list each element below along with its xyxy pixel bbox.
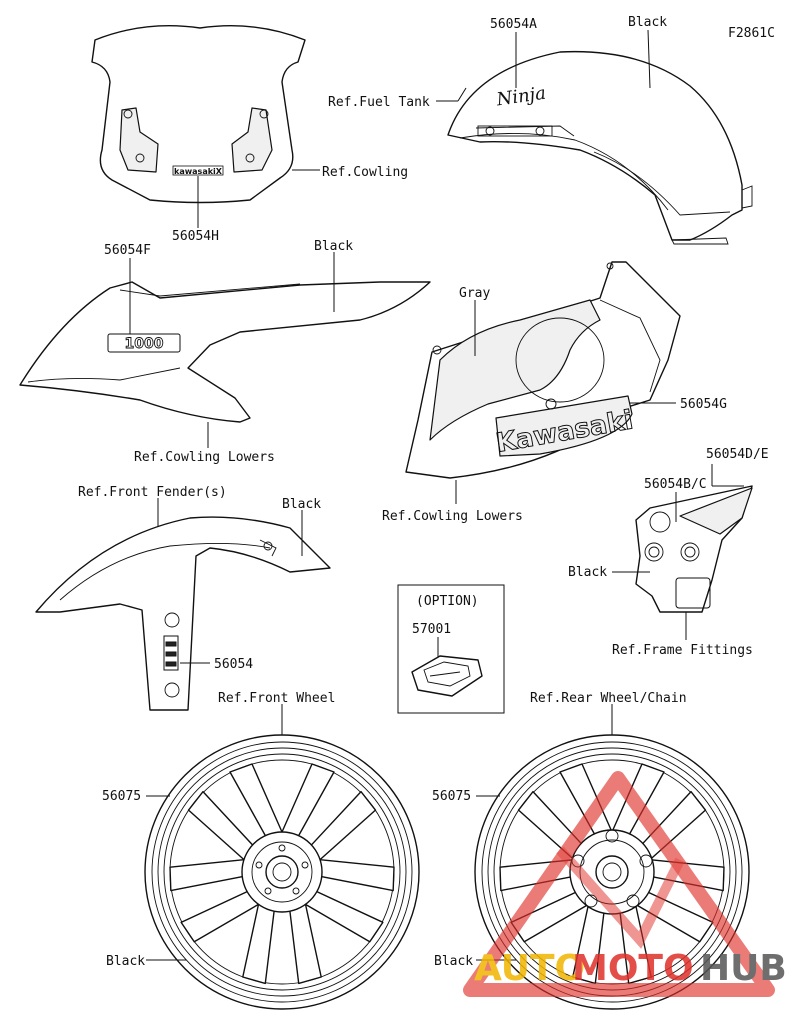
left-cowling-lower: 1000	[19, 281, 431, 423]
frame-fitting	[635, 485, 753, 613]
label-56075-rear: 56075	[432, 789, 471, 804]
label-ref-frame-fittings: Ref.Frame Fittings	[612, 643, 753, 658]
label-black-tank: Black	[628, 15, 667, 30]
lower-badge: 1000	[125, 336, 164, 352]
watermark-triangle-icon	[463, 771, 775, 997]
label-option: (OPTION)	[416, 594, 479, 609]
label-black-lower: Black	[314, 239, 353, 254]
figure-code: F2861C	[728, 26, 775, 41]
label-black-front-wheel: Black	[106, 954, 145, 969]
option-box: (OPTION) 57001	[397, 584, 505, 714]
svg-text:MOTO: MOTO	[572, 948, 694, 989]
label-ref-front-wheel: Ref.Front Wheel	[218, 691, 335, 706]
right-cowling-lower: Kawasaki	[405, 261, 681, 479]
rear-wheel	[474, 734, 750, 1010]
screen-logo: kawasakiX	[174, 167, 223, 176]
label-black-rear-wheel: Black	[434, 954, 473, 969]
label-56054: 56054	[214, 657, 253, 672]
label-56054F: 56054F	[104, 243, 151, 258]
rear-wheel-spokes	[499, 763, 725, 985]
label-ref-cowling-lowers-right: Ref.Cowling Lowers	[382, 509, 523, 524]
label-gray: Gray	[459, 286, 490, 301]
front-fender	[35, 516, 331, 711]
label-black-fender: Black	[282, 497, 321, 512]
label-56054BC: 56054B/C	[644, 477, 707, 492]
svg-text:AUTO: AUTO	[474, 948, 585, 989]
label-56054A: 56054A	[490, 17, 537, 32]
front-wheel	[144, 734, 420, 1010]
label-57001: 57001	[412, 622, 451, 637]
label-ref-front-fenders: Ref.Front Fender(s)	[78, 485, 227, 500]
label-56075-front: 56075	[102, 789, 141, 804]
label-56054G: 56054G	[680, 397, 727, 412]
label-56054H: 56054H	[172, 229, 219, 244]
windscreen: kawasakiX	[91, 25, 306, 204]
label-black-frame: Black	[568, 565, 607, 580]
label-ref-fuel-tank: Ref.Fuel Tank	[328, 95, 430, 110]
fuel-tank: Ninja	[447, 50, 753, 245]
label-ref-cowling: Ref.Cowling	[322, 165, 408, 180]
front-wheel-spokes	[169, 763, 395, 985]
label-ref-cowling-lowers-left: Ref.Cowling Lowers	[134, 450, 275, 465]
label-56054DE: 56054D/E	[706, 447, 769, 462]
label-ref-rear-wheel: Ref.Rear Wheel/Chain	[530, 691, 687, 706]
watermark: AUTO MOTO HUB	[463, 771, 787, 997]
svg-text:HUB: HUB	[700, 948, 787, 989]
watermark-inner-icon	[556, 846, 685, 949]
